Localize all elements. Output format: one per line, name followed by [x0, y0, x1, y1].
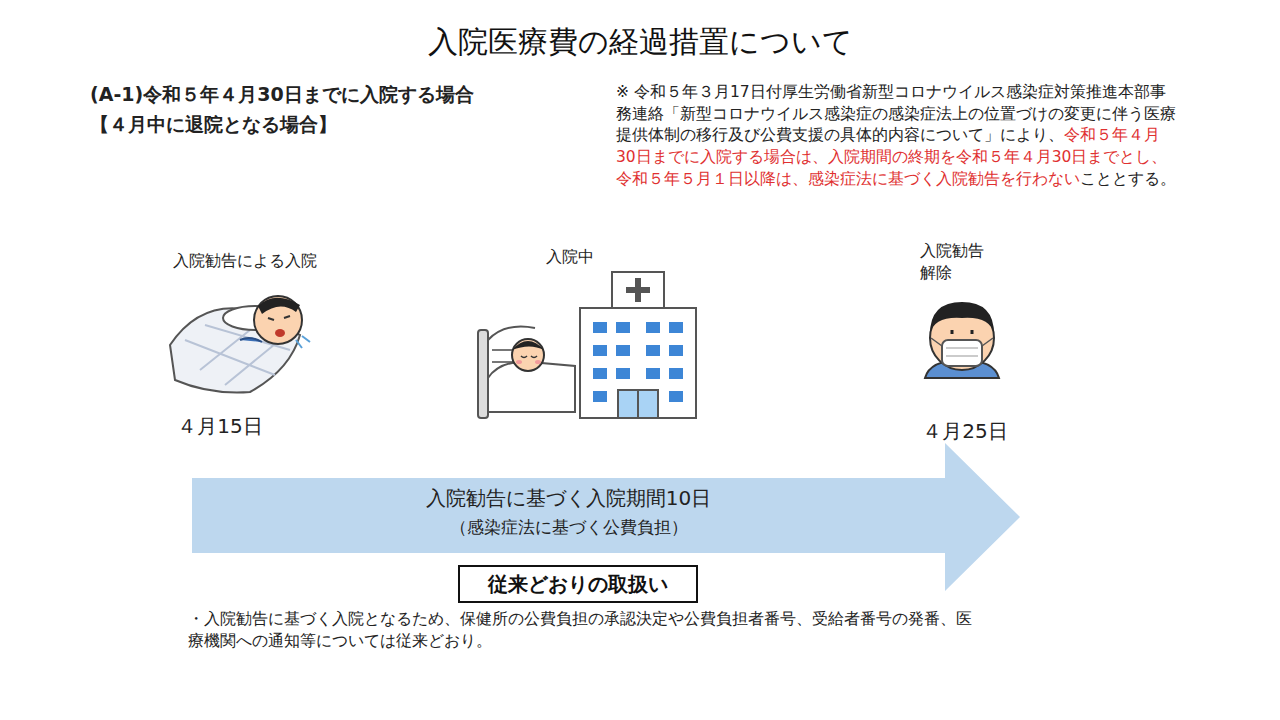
hospital-building-illustration [580, 272, 696, 418]
arrow-subtext: （感染症法に基づく公費負担） [192, 515, 945, 541]
sick-child-illustration [170, 296, 310, 393]
hospital-bed-illustration [478, 327, 575, 419]
stage-label: 入院勧告 解除 [920, 240, 996, 283]
note-paragraph: ※ 令和５年３月17日付厚生労働省新型コロナウイルス感染症対策推進本部事務連絡「… [616, 82, 1176, 190]
date-label: ４月15日 [150, 413, 290, 440]
arrow-heading: 入院勧告に基づく入院期間10日 [192, 483, 945, 513]
arrow-text: 入院勧告に基づく入院期間10日（感染症法に基づく公費負担） [192, 483, 945, 541]
note-text: こととする。 [1080, 170, 1176, 188]
case-heading: (A-1)令和５年４月30日までに入院する場合 [90, 82, 610, 108]
bullet-note: ・入院勧告に基づく入院となるため、保健所の公費負担の承認決定や公費負担者番号、受… [188, 608, 978, 651]
masked-person-illustration [925, 302, 999, 378]
stage-label: 入院中 [520, 246, 620, 268]
diagram-title: 入院医療費の経過措置について [0, 22, 1280, 63]
box-text: 従来どおりの取扱い [488, 571, 668, 598]
date-label: ４月25日 [895, 418, 1035, 445]
stage-label: 入院勧告による入院 [130, 250, 360, 272]
treatment-box: 従来どおりの取扱い [458, 565, 698, 603]
case-subheading: 【４月中に退院となる場合】 [90, 112, 510, 138]
